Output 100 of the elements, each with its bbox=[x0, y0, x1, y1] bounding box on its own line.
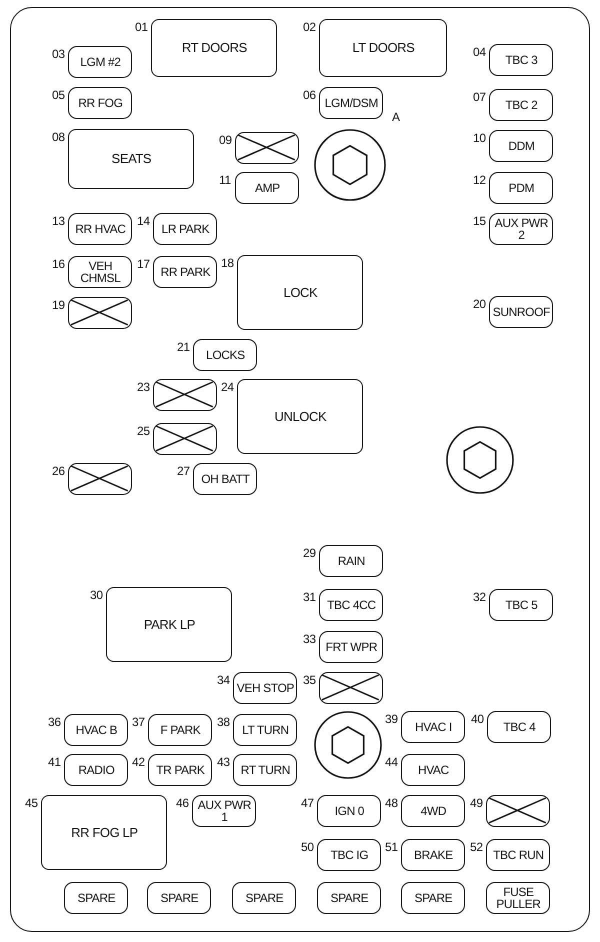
fuse-slot bbox=[68, 46, 132, 78]
fuse-slot bbox=[319, 631, 384, 664]
slot-number: 12 bbox=[473, 173, 486, 187]
slot-number: 44 bbox=[385, 755, 398, 769]
fuse-label: FUSE PULLER bbox=[495, 886, 542, 910]
location-letter: A bbox=[392, 110, 400, 124]
slot-number: 07 bbox=[473, 90, 486, 104]
slot-number: 26 bbox=[52, 464, 65, 478]
fuse-label: DDM bbox=[507, 140, 536, 152]
fuse-label: TR PARK bbox=[155, 764, 206, 776]
slot-number: 50 bbox=[301, 840, 314, 854]
fuse-label: SPARE bbox=[159, 892, 200, 904]
fuse-label: LOCKS bbox=[205, 349, 246, 362]
slot-number: 51 bbox=[385, 840, 398, 854]
empty-fuse-slot bbox=[153, 423, 218, 456]
slot-number: 37 bbox=[132, 715, 145, 729]
slot-number: 08 bbox=[52, 130, 65, 144]
slot-number: 11 bbox=[219, 173, 231, 187]
slot-number: 16 bbox=[52, 257, 65, 271]
fuse-label: LOCK bbox=[282, 286, 318, 299]
slot-number: 39 bbox=[385, 712, 398, 726]
fuse-label: TBC 3 bbox=[504, 54, 538, 66]
fuse-label: RR PARK bbox=[160, 266, 212, 278]
fuse-label: FRT WPR bbox=[324, 641, 378, 654]
fuse-label: TBC 4 bbox=[502, 721, 536, 734]
slot-number: 45 bbox=[25, 796, 38, 810]
fuse-label: RT TURN bbox=[240, 764, 291, 776]
fuse-slot bbox=[192, 795, 256, 828]
fuse-label: PARK LP bbox=[142, 618, 196, 631]
slot-number: 34 bbox=[217, 673, 230, 687]
fuse-slot bbox=[486, 839, 550, 872]
slot-number: 47 bbox=[301, 796, 314, 810]
fuse-label: LGM #2 bbox=[79, 56, 122, 68]
fuse-slot bbox=[147, 882, 212, 914]
slot-number: 23 bbox=[137, 380, 150, 394]
fuse-slot bbox=[68, 256, 132, 288]
slot-number: 31 bbox=[303, 590, 316, 604]
slot-number: 38 bbox=[217, 715, 230, 729]
slot-number: 30 bbox=[90, 588, 103, 602]
slot-number: 18 bbox=[221, 256, 234, 270]
slot-number: 14 bbox=[137, 214, 150, 228]
empty-fuse-slot bbox=[68, 297, 132, 330]
fuse-slot bbox=[235, 172, 300, 204]
relay-slot bbox=[237, 379, 364, 454]
empty-fuse-slot bbox=[486, 795, 550, 828]
relay-slot bbox=[106, 587, 232, 662]
relay-slot bbox=[68, 129, 194, 190]
fuse-label: SPARE bbox=[329, 892, 370, 904]
fuse-panel-outline bbox=[10, 7, 590, 932]
fuse-label: RADIO bbox=[77, 764, 116, 776]
fuse-label: SUNROOF bbox=[492, 306, 551, 318]
relay-slot bbox=[319, 19, 448, 78]
empty-fuse-slot bbox=[68, 463, 132, 496]
fuse-label: LT TURN bbox=[241, 724, 290, 736]
fuse-label: VEH STOP bbox=[236, 682, 296, 694]
fuse-slot bbox=[317, 882, 382, 914]
slot-number: 20 bbox=[473, 297, 486, 311]
slot-number: 43 bbox=[217, 755, 230, 769]
fuse-slot bbox=[193, 339, 258, 372]
slot-number: 32 bbox=[473, 590, 486, 604]
fuse-label: TBC IG bbox=[330, 849, 370, 862]
relay-slot bbox=[151, 19, 278, 78]
fuse-label: RR FOG LP bbox=[70, 826, 139, 839]
fuse-slot bbox=[233, 672, 298, 704]
fuse-slot bbox=[233, 754, 298, 786]
fuse-slot bbox=[489, 130, 554, 162]
slot-number: 33 bbox=[303, 632, 316, 646]
fuse-label: TBC 2 bbox=[504, 99, 538, 112]
fuse-label: TBC 5 bbox=[504, 599, 538, 612]
fuse-label: F PARK bbox=[159, 724, 202, 736]
slot-number: 25 bbox=[137, 424, 150, 438]
fuse-label: RR HVAC bbox=[74, 223, 127, 236]
slot-number: 27 bbox=[177, 464, 190, 478]
slot-number: 01 bbox=[135, 20, 148, 34]
fuse-label: LGM/DSM bbox=[324, 97, 379, 110]
fuse-slot bbox=[317, 839, 382, 872]
fuse-slot bbox=[401, 839, 466, 872]
slot-number: 06 bbox=[303, 88, 316, 102]
relay-slot bbox=[237, 255, 364, 330]
fuse-slot bbox=[319, 589, 384, 622]
slot-number: 49 bbox=[470, 796, 483, 810]
fuse-slot bbox=[64, 714, 128, 746]
slot-number: 19 bbox=[52, 298, 65, 312]
fuse-label: AUX PWR 2 bbox=[494, 217, 549, 242]
fuse-slot bbox=[148, 714, 212, 746]
fuse-label: HVAC B bbox=[74, 724, 118, 736]
slot-number: 42 bbox=[132, 755, 145, 769]
slot-number: 40 bbox=[471, 712, 484, 726]
fuse-label: SPARE bbox=[244, 892, 284, 904]
slot-number: 05 bbox=[52, 88, 65, 102]
fuse-slot bbox=[401, 882, 466, 914]
slot-number: 24 bbox=[221, 380, 234, 394]
empty-fuse-slot bbox=[235, 132, 300, 164]
fuse-label: SPARE bbox=[413, 892, 454, 904]
fuse-label: LR PARK bbox=[160, 223, 210, 236]
fuse-label: AMP bbox=[254, 182, 281, 194]
slot-number: 48 bbox=[385, 796, 398, 810]
fuse-slot bbox=[489, 172, 554, 204]
fuse-label: IGN 0 bbox=[334, 805, 366, 818]
fuse-slot bbox=[489, 213, 554, 246]
